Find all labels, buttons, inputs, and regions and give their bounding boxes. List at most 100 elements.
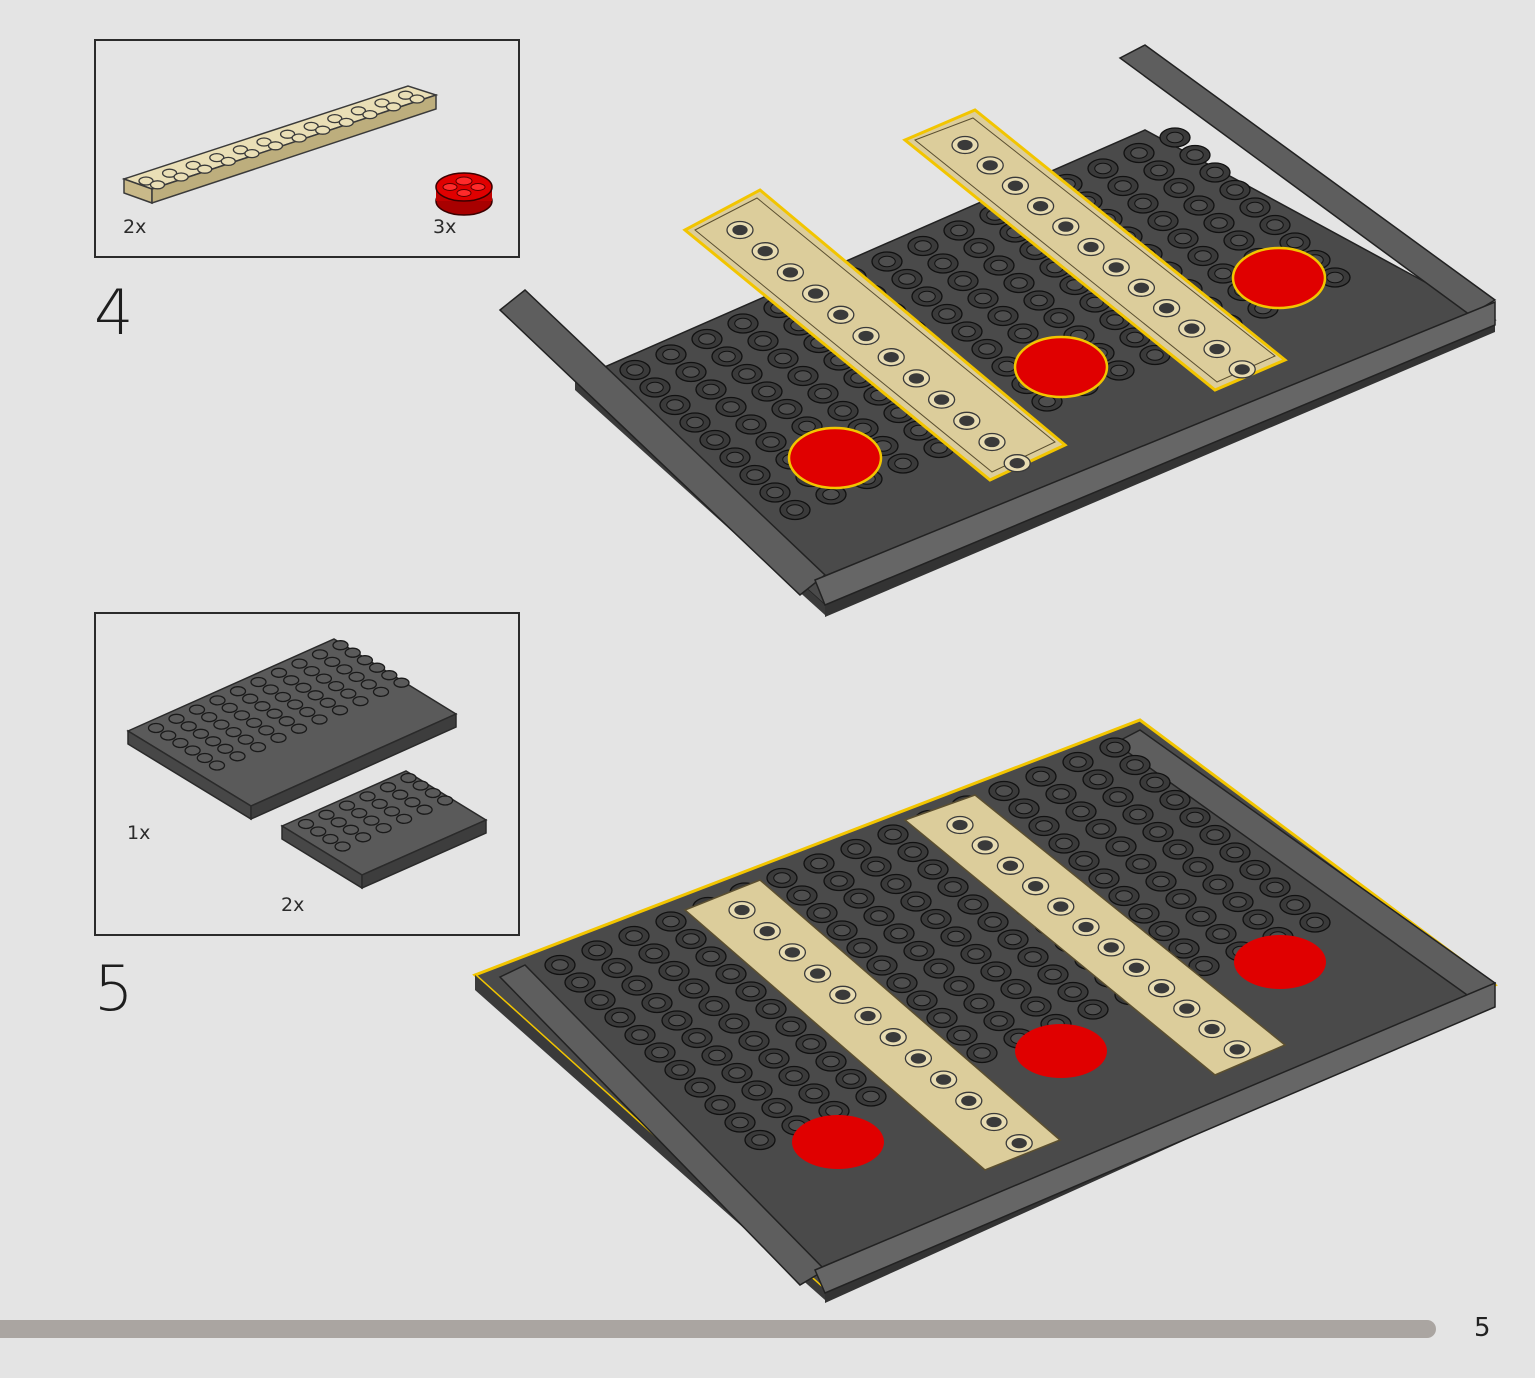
stud-hole [1170, 182, 1188, 194]
stud [360, 679, 377, 690]
progress-bar [0, 1320, 1436, 1338]
stud [331, 705, 349, 716]
stud-hole [742, 418, 760, 431]
stud-hole [822, 488, 840, 501]
stud-hole [1129, 808, 1147, 821]
stud-hole [933, 1012, 951, 1024]
stud-hole [930, 442, 948, 454]
stud-hole [1032, 201, 1049, 212]
stud-hole [1246, 864, 1264, 876]
stud [266, 708, 283, 719]
stud-hole [894, 457, 912, 470]
stud-hole [1126, 331, 1144, 344]
stud [354, 832, 372, 843]
stud-hole [990, 1015, 1008, 1027]
stud-hole [1083, 241, 1099, 253]
stud-hole [1209, 343, 1225, 355]
stud-hole [591, 994, 609, 1006]
stud-hole [628, 979, 646, 992]
stud-hole [1114, 180, 1132, 192]
stud-hole [798, 420, 816, 433]
stud-hole [947, 930, 965, 943]
step-4-parts-box: 2x 3x [94, 39, 520, 258]
stud [338, 800, 356, 811]
stud-hole [571, 976, 589, 989]
stud-hole [726, 451, 744, 464]
stud-hole [759, 926, 775, 937]
stud-hole [662, 915, 680, 928]
stud [173, 172, 189, 182]
stud-hole [765, 1052, 783, 1065]
stud [327, 680, 345, 692]
stud-hole [1128, 962, 1145, 973]
stud-hole [952, 819, 968, 831]
stud [192, 728, 210, 739]
stud-hole [870, 910, 888, 922]
stud-hole [1132, 858, 1150, 870]
stud [352, 695, 369, 707]
stud [348, 671, 365, 683]
stud [270, 732, 287, 744]
stud [351, 807, 368, 819]
stud-hole [1032, 770, 1050, 783]
stud [229, 686, 247, 697]
stud-hole [682, 366, 700, 378]
stud-hole [873, 959, 891, 972]
stud [368, 662, 386, 673]
front-edge-plate [814, 300, 1496, 606]
stud-hole [626, 364, 644, 376]
stud [334, 841, 351, 852]
stud-hole [862, 1090, 880, 1103]
stud-hole [918, 290, 936, 303]
stud-hole [608, 962, 626, 974]
stud-hole [805, 1087, 823, 1100]
stud-hole [728, 1067, 746, 1079]
stud-hole [1229, 1044, 1245, 1055]
stud [385, 102, 402, 112]
stud-hole [725, 1017, 743, 1030]
stud-hole [825, 1105, 843, 1117]
stud-hole [706, 434, 724, 446]
stud-hole [782, 267, 799, 278]
stud [197, 164, 213, 174]
stud-hole [847, 843, 865, 855]
stud-hole [1326, 271, 1344, 284]
stud [188, 704, 206, 715]
stud [318, 809, 335, 820]
stud-hole [1052, 788, 1070, 800]
stud-hole [734, 904, 750, 916]
stud-hole [957, 139, 973, 151]
stud [245, 717, 263, 729]
stud [307, 690, 324, 701]
stud-hole [722, 968, 740, 980]
stud [400, 772, 417, 784]
stud-hole [1024, 951, 1042, 963]
stud-hole [1094, 162, 1112, 175]
stud-hole [731, 1116, 749, 1129]
stud-hole [1186, 149, 1204, 161]
stud [340, 688, 357, 699]
stud-hole [685, 982, 703, 995]
stud-hole [702, 950, 720, 963]
stud [220, 156, 236, 167]
stud-hole [722, 401, 740, 413]
stud-hole [1009, 458, 1025, 469]
stud-hole [745, 1035, 763, 1047]
stud-hole [734, 317, 752, 330]
stud-hole [785, 1070, 803, 1082]
step-number: 5 [94, 952, 134, 1025]
stud-hole [898, 273, 916, 285]
stud-hole [908, 373, 925, 384]
stud-hole [762, 436, 780, 448]
stud [310, 826, 327, 837]
stud-hole [950, 980, 968, 992]
stud [319, 697, 336, 708]
stud-hole [867, 860, 885, 873]
stud-hole [702, 383, 720, 396]
stud-hole [893, 977, 911, 989]
stud-hole [746, 469, 764, 481]
red-round-plate-installed [792, 1115, 884, 1169]
stud-hole [973, 1047, 991, 1059]
stud-hole [1229, 896, 1247, 908]
stud-hole [970, 242, 988, 254]
